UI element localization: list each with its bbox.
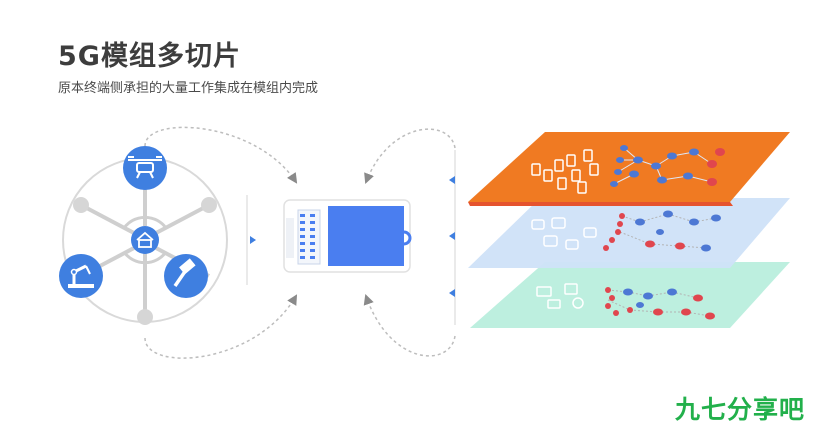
smart-home-icon xyxy=(131,226,159,254)
arrow-hub-to-module-top xyxy=(144,126,298,184)
5g-module-chip-icon xyxy=(283,199,412,273)
arrow-slices-to-module-bottom xyxy=(363,294,456,357)
hammer-icon xyxy=(164,254,208,298)
page-subtitle: 原本终端侧承担的大量工作集成在模组内完成 xyxy=(58,81,319,96)
hub-node-left-top xyxy=(73,197,89,213)
hub-node-bottom xyxy=(137,309,153,325)
watermark-logo: 九七分享吧 xyxy=(675,395,806,424)
arrow-slices-to-module-top xyxy=(364,128,456,184)
slice-layer-blue xyxy=(468,198,790,268)
hub-node-right-top xyxy=(201,197,217,213)
page-title: 5G模组多切片 xyxy=(58,41,241,72)
drone-icon xyxy=(123,146,167,190)
separators xyxy=(246,150,456,325)
arrow-hub-to-module-bottom xyxy=(144,294,298,359)
robot-arm-icon xyxy=(59,254,103,298)
slice-layer-green xyxy=(470,262,790,328)
slice-layer-orange xyxy=(468,132,790,206)
flow-arrows xyxy=(144,126,456,359)
